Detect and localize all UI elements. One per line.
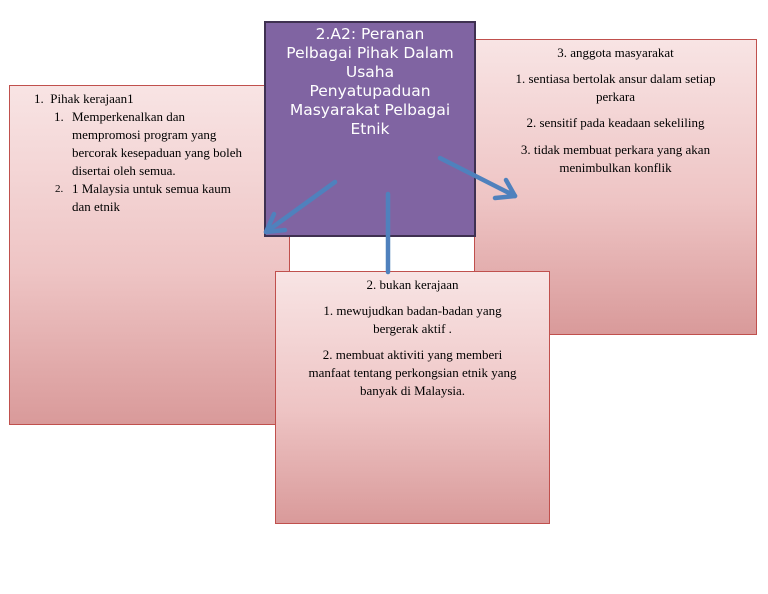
kerajaan-heading-text: Pihak kerajaan1 — [50, 91, 134, 106]
kerajaan-heading-number: 1. — [34, 91, 44, 106]
title-line-2: Pelbagai Pihak Dalam — [286, 44, 454, 62]
masyarakat-heading: 3. anggota masyarakat — [557, 45, 674, 60]
bukan-heading: 2. bukan kerajaan — [366, 277, 459, 292]
title-box: 2.A2: Peranan Pelbagai Pihak Dalam Usaha… — [264, 21, 476, 237]
masyarakat-item-2-line-1: 2. sensitif pada keadaan sekeliling — [526, 115, 705, 130]
kerajaan-item-1-line-1: Memperkenalkan dan — [72, 109, 185, 124]
bukan-item-1-line-2: bergerak aktif . — [373, 321, 452, 336]
bukan-item-1-line-1: 1. mewujudkan badan-badan yang — [323, 303, 502, 318]
kerajaan-item-1-line-3: bercorak kesepaduan yang boleh — [72, 145, 243, 160]
kerajaan-item-2-line-2: dan etnik — [72, 199, 121, 214]
title-line-3: Usaha — [345, 63, 395, 81]
kerajaan-item-1: 1. Memperkenalkan dan mempromosi program… — [14, 108, 289, 180]
kerajaan-heading: 1. Pihak kerajaan1 — [14, 90, 289, 108]
kerajaan-item-1-line-4: disertai oleh semua. — [72, 163, 176, 178]
box-bukan-kerajaan: 2. bukan kerajaan 1. mewujudkan badan-ba… — [275, 271, 550, 524]
bukan-item-2: 2. membuat aktiviti yang memberi manfaat… — [286, 346, 539, 400]
title-line-1: 2.A2: Peranan — [315, 25, 425, 43]
kerajaan-item-2: 2. 1 Malaysia untuk semua kaum dan etnik — [14, 180, 289, 216]
title-line-6: Etnik — [350, 120, 390, 138]
masyarakat-item-3-line-2: menimbulkan konflik — [559, 160, 672, 175]
masyarakat-item-1-line-1: 1. sentiasa bertolak ansur dalam setiap — [515, 71, 716, 86]
kerajaan-item-2-line-1: 1 Malaysia untuk semua kaum — [72, 181, 231, 196]
masyarakat-item-2: 2. sensitif pada keadaan sekeliling — [485, 114, 746, 132]
bukan-item-2-line-1: 2. membuat aktiviti yang memberi — [322, 347, 503, 362]
box-pihak-kerajaan: 1. Pihak kerajaan1 1. Memperkenalkan dan… — [9, 85, 290, 425]
masyarakat-item-3: 3. tidak membuat perkara yang akan menim… — [485, 141, 746, 177]
title-line-5: Masyarakat Pelbagai — [289, 101, 451, 119]
masyarakat-item-1: 1. sentiasa bertolak ansur dalam setiap … — [485, 70, 746, 106]
kerajaan-item-1-number: 1. — [54, 109, 64, 124]
kerajaan-item-2-number: 2. — [55, 183, 64, 195]
masyarakat-item-1-line-2: perkara — [596, 89, 635, 104]
title-line-4: Penyatupaduan — [309, 82, 431, 100]
bukan-item-2-line-3: banyak di Malaysia. — [359, 383, 466, 398]
masyarakat-item-3-line-1: 3. tidak membuat perkara yang akan — [520, 142, 711, 157]
kerajaan-item-1-line-2: mempromosi program yang — [72, 127, 217, 142]
bukan-item-2-line-2: manfaat tentang perkongsian etnik yang — [308, 365, 517, 380]
bukan-item-1: 1. mewujudkan badan-badan yang bergerak … — [286, 302, 539, 338]
